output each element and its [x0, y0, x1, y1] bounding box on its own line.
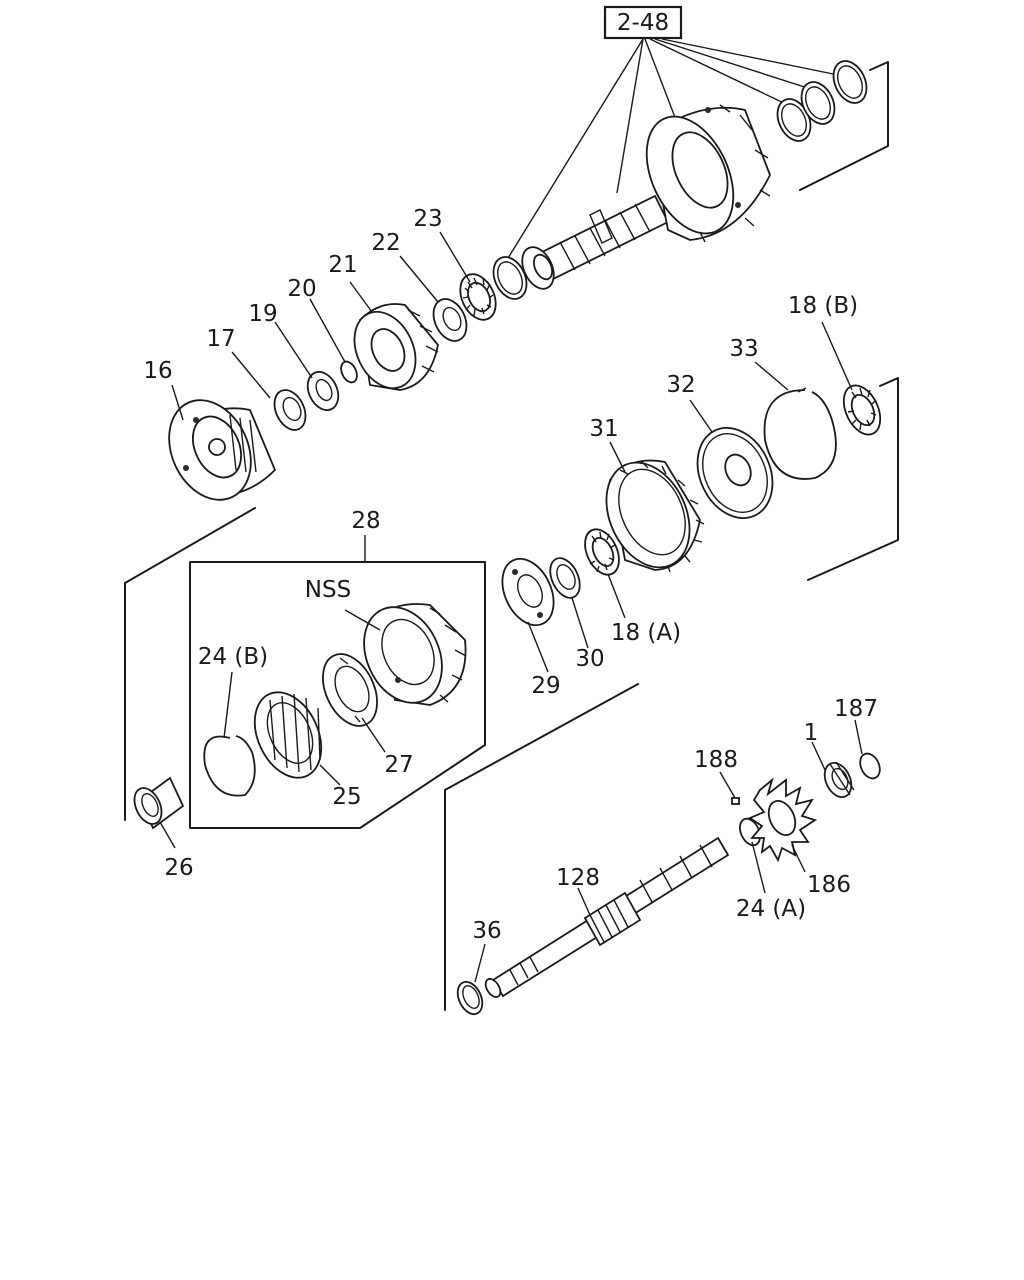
snap-ring-2-48-b[interactable]: [795, 77, 841, 130]
label-26: 26: [164, 855, 193, 881]
part-number-labels: 16 17 19 20 21 22 23 18 (B) 33 32 31 18 …: [143, 206, 878, 944]
label-128: 128: [556, 865, 600, 891]
part-22-washer[interactable]: [427, 294, 473, 347]
label-25: 25: [332, 784, 361, 810]
part-18a-bearing[interactable]: [578, 524, 625, 580]
label-19: 19: [248, 301, 277, 327]
reference-box[interactable]: 2-48: [603, 5, 683, 40]
part-17-washer[interactable]: [268, 385, 311, 435]
group-frame-left-top: [124, 507, 256, 584]
label-18a: 18 (A): [611, 620, 681, 646]
part-33-snap-ring[interactable]: [763, 387, 837, 480]
group-frame-bottom: [444, 683, 639, 1011]
part-20-snap-ring[interactable]: [338, 359, 360, 385]
group-frame-middle: [807, 377, 899, 581]
part-188-key[interactable]: [731, 797, 740, 805]
part-128-input-shaft[interactable]: [483, 836, 730, 1000]
label-187: 187: [834, 696, 878, 722]
label-33: 33: [729, 336, 758, 362]
box-28-leader-lines: [223, 609, 386, 786]
reference-leader-lines: [504, 38, 839, 264]
label-27: 27: [384, 752, 413, 778]
label-24b: 24 (B): [198, 644, 268, 670]
part-1-bushing[interactable]: [820, 759, 857, 802]
part-nss-carrier[interactable]: [349, 594, 467, 715]
label-17: 17: [206, 326, 235, 352]
middle-leader-lines: [527, 321, 853, 673]
label-18b: 18 (B): [788, 293, 858, 319]
label-22: 22: [371, 230, 400, 256]
part-32-plate[interactable]: [683, 416, 786, 531]
part-30-washer[interactable]: [544, 553, 585, 602]
group-frame-top: [799, 61, 889, 191]
label-24a: 24 (A): [736, 896, 806, 922]
part-29-plate[interactable]: [492, 551, 563, 634]
label-23: 23: [413, 206, 442, 232]
part-187-snap-ring[interactable]: [856, 750, 883, 781]
label-188: 188: [694, 747, 738, 773]
part-26-bushing[interactable]: [129, 776, 185, 830]
label-28: 28: [351, 508, 380, 534]
part-21-carrier[interactable]: [343, 302, 439, 398]
part-186-gear[interactable]: [748, 777, 818, 863]
part-26-leader: [159, 821, 176, 849]
group-28-box: [189, 561, 486, 829]
part-36-snap-ring[interactable]: [453, 978, 487, 1018]
reference-label: 2-48: [617, 10, 669, 36]
part-18b-bearing[interactable]: [837, 380, 888, 441]
label-16: 16: [143, 358, 172, 384]
label-1: 1: [804, 720, 819, 746]
label-20: 20: [287, 276, 316, 302]
label-nss: NSS: [305, 577, 351, 603]
label-186: 186: [807, 872, 851, 898]
bottom-leader-lines: [474, 719, 863, 983]
clutch-drum-part[interactable]: [629, 103, 771, 248]
label-31: 31: [589, 416, 618, 442]
label-30: 30: [575, 646, 604, 672]
output-shaft-part[interactable]: [516, 194, 670, 294]
snap-ring-2-48-d[interactable]: [487, 252, 533, 305]
label-29: 29: [531, 673, 560, 699]
part-23-bearing[interactable]: [453, 268, 502, 325]
label-21: 21: [328, 252, 357, 278]
part-19-plate[interactable]: [302, 367, 344, 415]
label-32: 32: [666, 372, 695, 398]
part-24b-snap-ring[interactable]: [203, 735, 256, 797]
part-25-clutch[interactable]: [242, 682, 334, 789]
part-31-ring-gear[interactable]: [590, 449, 705, 581]
part-16-drum[interactable]: [154, 387, 277, 513]
upper-leader-lines: [171, 231, 471, 421]
label-36: 36: [472, 918, 501, 944]
snap-ring-2-48-c[interactable]: [827, 56, 873, 109]
